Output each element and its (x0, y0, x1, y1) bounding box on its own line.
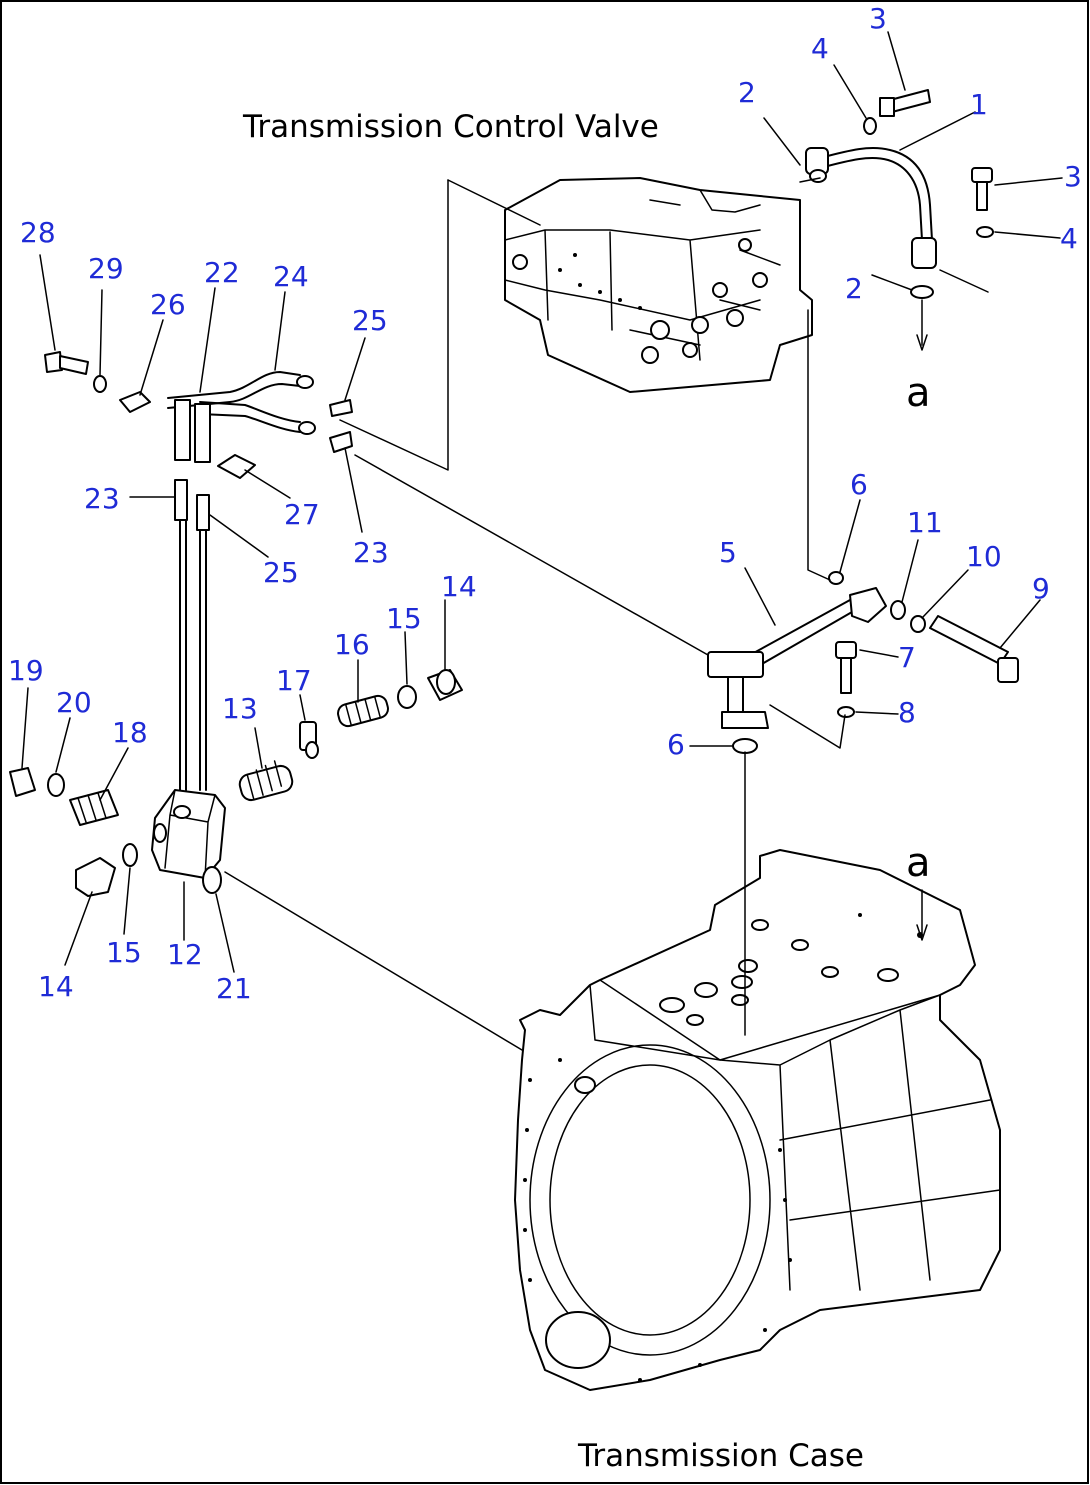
callout-4-right: 4 (1060, 222, 1078, 255)
callout-11: 11 (907, 506, 943, 539)
callout-7: 7 (898, 641, 916, 674)
callout-3-right: 3 (1064, 160, 1082, 193)
label-control-valve: Transmission Control Valve (242, 109, 659, 145)
callout-23-upper: 23 (84, 482, 120, 515)
plug-spring-parts (9, 669, 463, 897)
callout-10: 10 (966, 540, 1002, 573)
callout-14-right: 14 (441, 570, 477, 603)
callout-1: 1 (970, 88, 988, 121)
callout-6-upper: 6 (850, 468, 868, 501)
callout-6-lower: 6 (667, 728, 685, 761)
callout-24: 24 (273, 260, 309, 293)
callout-25-lower: 25 (263, 556, 299, 589)
callout-23-lower: 23 (353, 536, 389, 569)
callout-9: 9 (1032, 572, 1050, 605)
callout-29: 29 (88, 252, 124, 285)
callout-26: 26 (150, 288, 186, 321)
callout-2-lower: 2 (845, 272, 863, 305)
callout-8: 8 (898, 696, 916, 729)
callout-16: 16 (334, 628, 370, 661)
callout-15-left: 15 (106, 936, 142, 969)
callout-28: 28 (20, 216, 56, 249)
control-valve-drawing (504, 177, 813, 393)
callout-3-upper: 3 (869, 2, 887, 35)
callout-12: 12 (167, 938, 203, 971)
pipe-5-assembly (707, 571, 1019, 754)
callout-numbers: 1 2 2 3 3 4 4 5 6 6 7 8 9 10 11 12 13 14… (8, 2, 1082, 1005)
callout-20: 20 (56, 686, 92, 719)
label-transmission-case: Transmission Case (577, 1438, 864, 1474)
callout-27: 27 (284, 498, 320, 531)
callout-21: 21 (216, 972, 252, 1005)
ref-mark-a-lower: a (906, 840, 931, 886)
pipe-22-assembly (44, 351, 353, 479)
callout-25-upper: 25 (352, 304, 388, 337)
callout-2-upper: 2 (738, 76, 756, 109)
callout-14-left: 14 (38, 970, 74, 1003)
callout-leaders (21, 31, 1063, 973)
assembly-lines (224, 177, 989, 1051)
callout-18: 18 (112, 716, 148, 749)
callout-5: 5 (719, 536, 737, 569)
ref-mark-a-upper: a (906, 370, 931, 416)
callout-19: 19 (8, 654, 44, 687)
callout-4-upper: 4 (811, 32, 829, 65)
callout-17: 17 (276, 664, 312, 697)
valve-block-12-assembly (151, 479, 226, 879)
callout-15-right: 15 (386, 602, 422, 635)
pipe-1-assembly (805, 89, 994, 351)
callout-22: 22 (204, 256, 240, 289)
transmission-case-drawing (514, 849, 1001, 1391)
callout-13: 13 (222, 692, 258, 725)
